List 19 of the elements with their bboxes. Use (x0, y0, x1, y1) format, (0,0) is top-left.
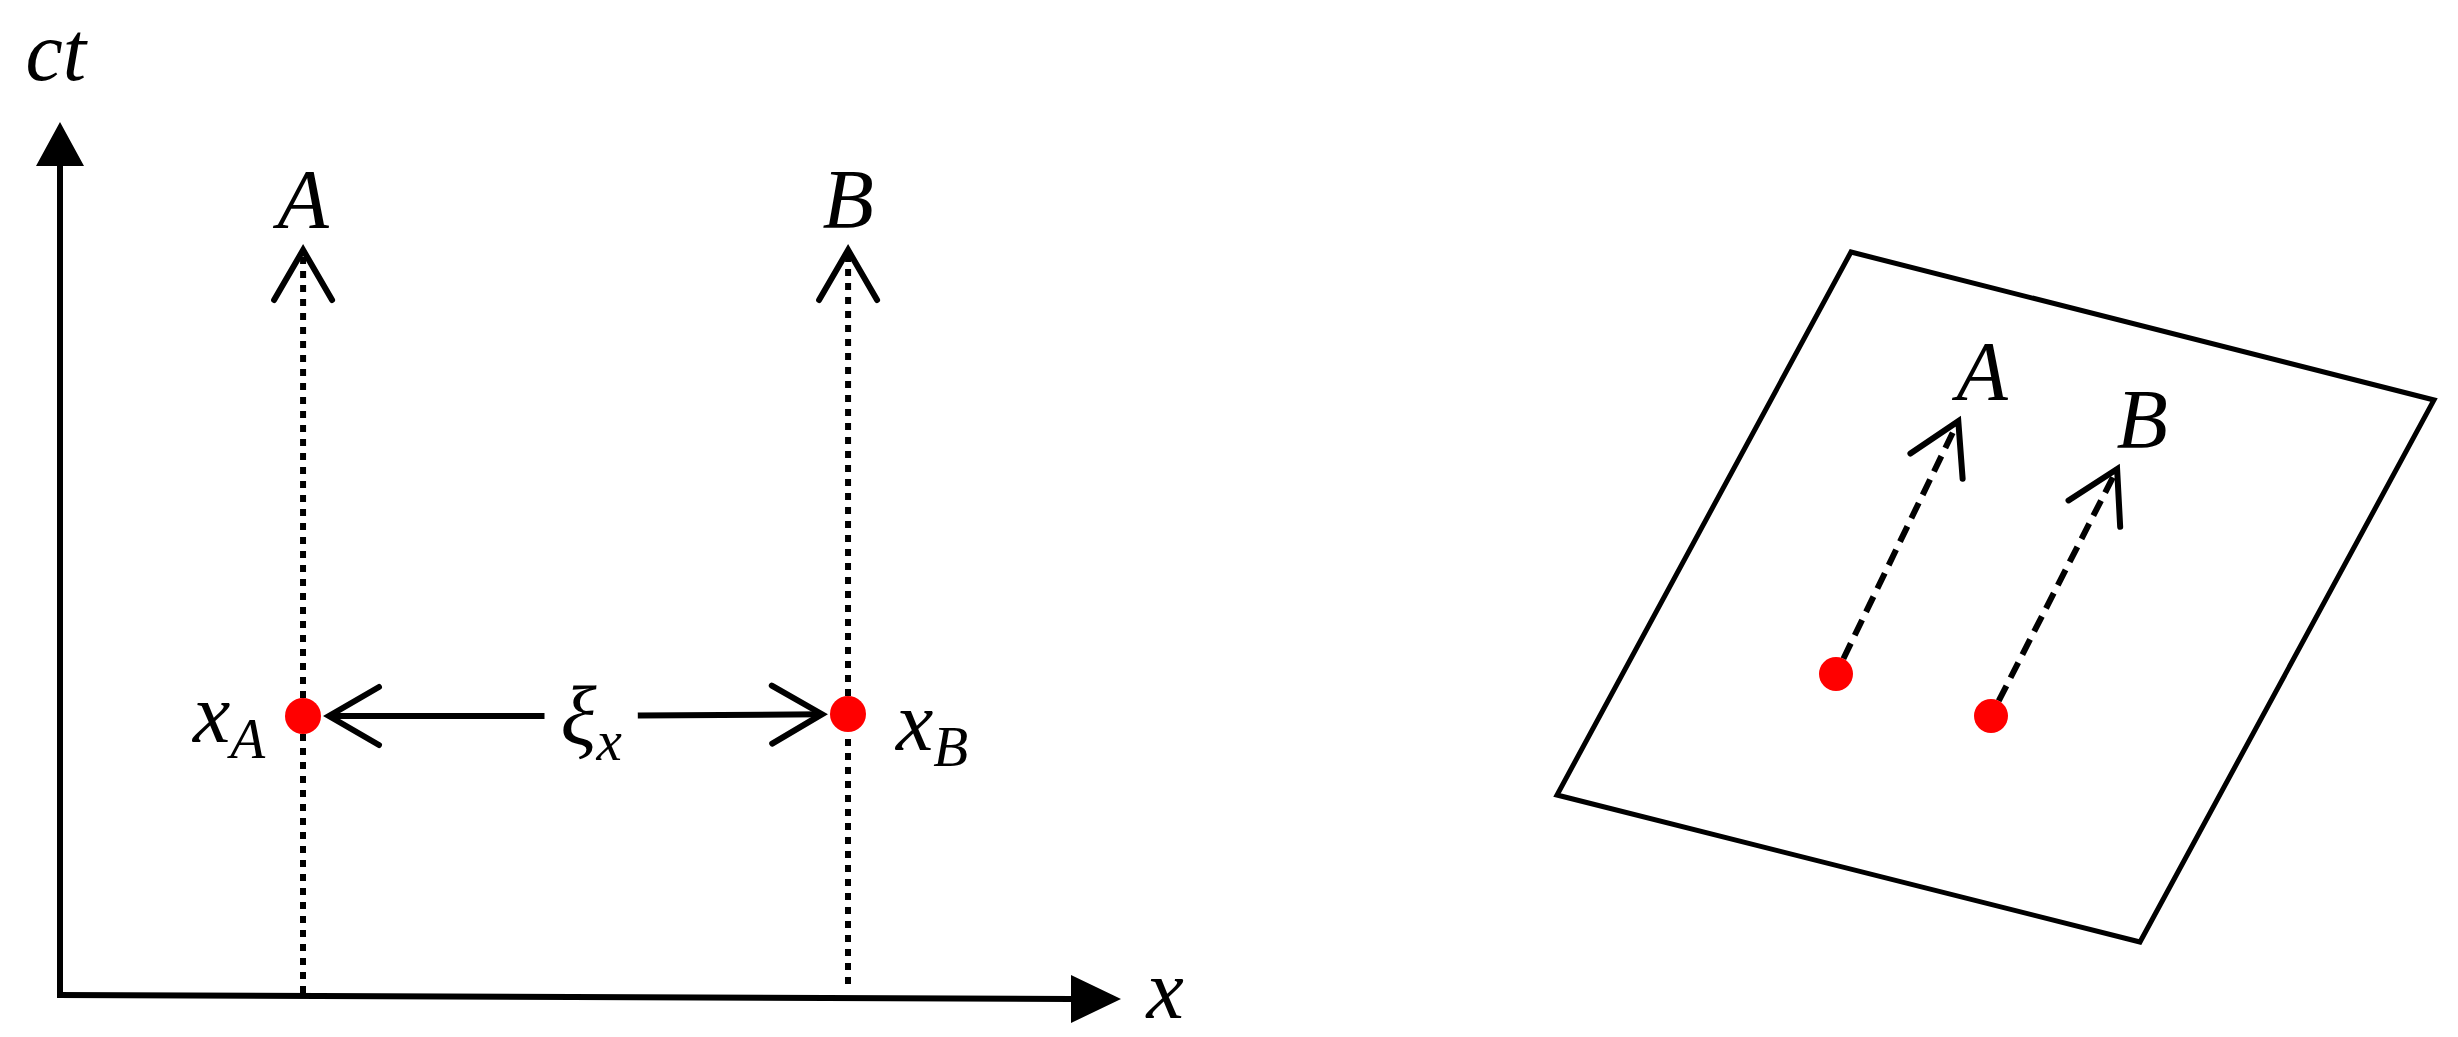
separation-arrow (637, 682, 825, 747)
worldline-arrow (1996, 466, 2124, 703)
coordinate-label: x$_{A}$ (193, 672, 266, 756)
worldline-label: B (822, 158, 874, 242)
worldline-arrow (271, 247, 336, 698)
event-point (830, 696, 866, 732)
coordinate-label: x$_{B}$ (896, 680, 969, 764)
event-point (1819, 657, 1853, 691)
worldline (300, 734, 306, 993)
event-point (1974, 699, 2008, 733)
axis-label: x (1146, 948, 1184, 1032)
worldline-label: B (2116, 378, 2168, 462)
worldline-arrow (816, 247, 881, 696)
separation-arrow (326, 684, 545, 748)
event-point (285, 698, 321, 734)
separation-label: ξ$_{x}$ (560, 674, 622, 758)
axis-label: ct (25, 10, 87, 94)
worldline-arrow (1840, 418, 1966, 660)
slanted-plane (1553, 248, 2438, 946)
